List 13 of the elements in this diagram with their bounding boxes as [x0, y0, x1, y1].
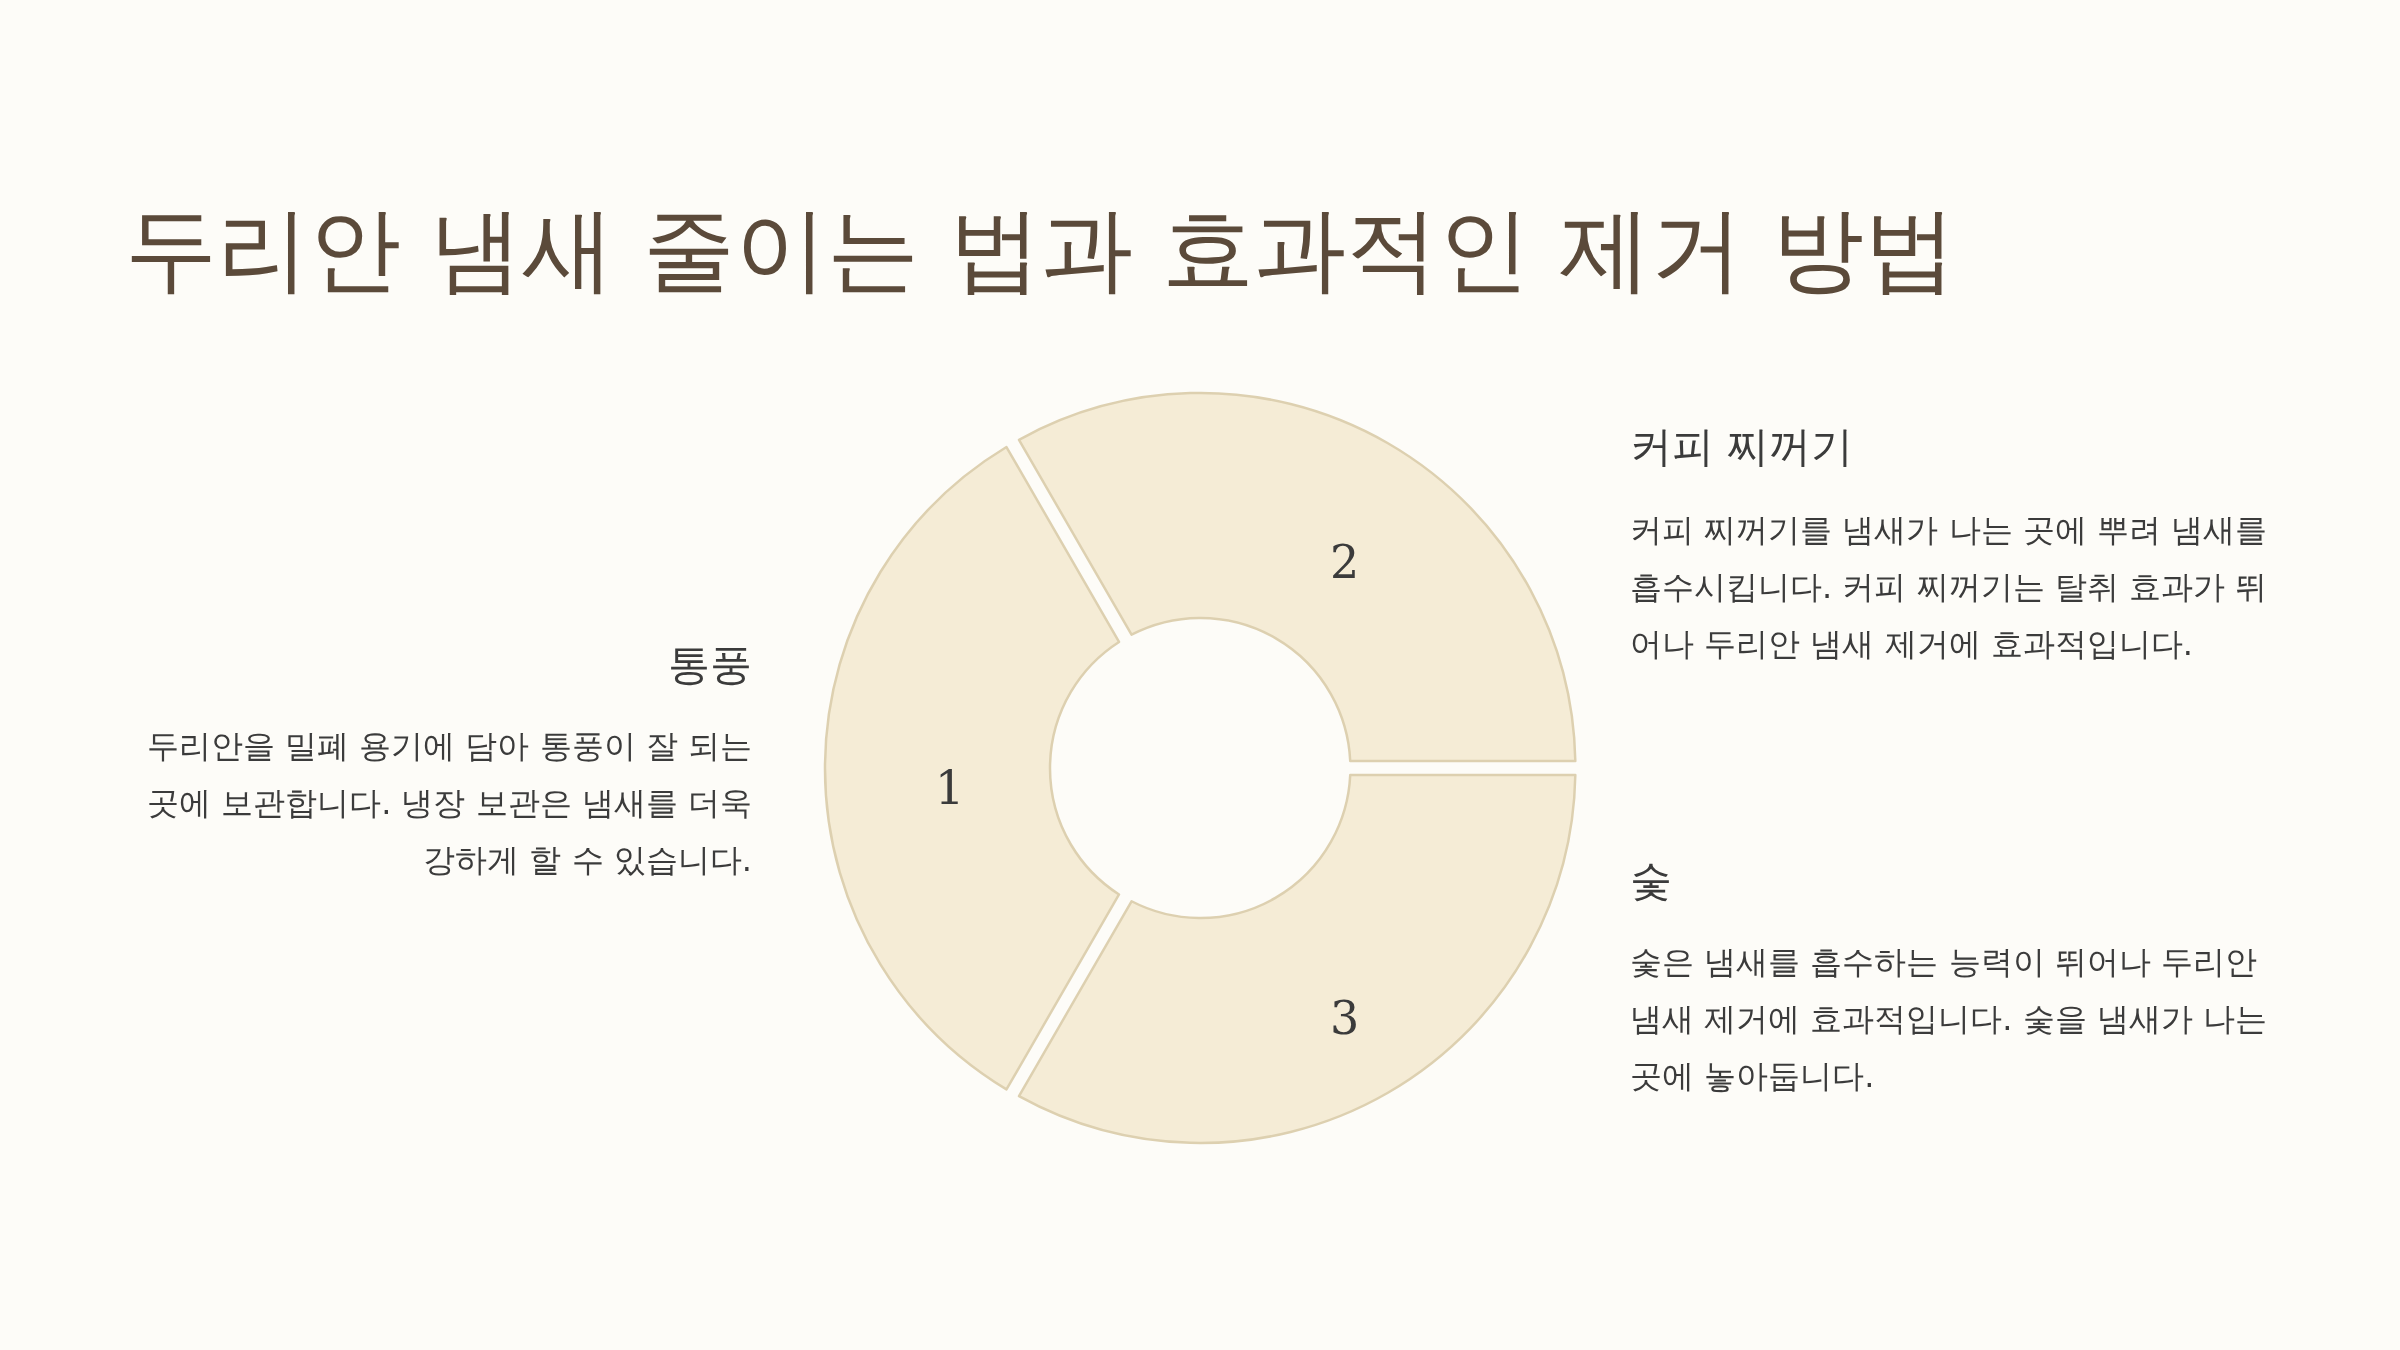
item-description: 커피 찌꺼기를 냄새가 나는 곳에 뿌려 냄새를 흡수시킵니다. 커피 찌꺼기는 탈취 효과가 뛰어나 두리안 냄새 제거에 효과적입니다.: [1630, 510, 2269, 665]
item-description: 두리안을 밀폐 용기에 담아 통풍이 잘 되는 곳에 보관합니다. 냉장 보관은 냄새를 더욱 강하게 할 수 있습니다.: [145, 726, 752, 881]
item-heading: 통풍: [667, 640, 752, 691]
ring-segment: [1016, 391, 1577, 763]
step-number: 2: [1330, 539, 1360, 585]
ring-segment: [1016, 773, 1577, 1145]
step-number: 3: [1330, 995, 1360, 1041]
item-description: 숯은 냄새를 흡수하는 능력이 뛰어나 두리안 냄새 제거에 효과적입니다. 숯을 냄새가 나는 곳에 놓아둡니다.: [1630, 942, 2269, 1097]
ring-segment: [823, 444, 1121, 1092]
item-heading: 커피 찌꺼기: [1630, 422, 1855, 473]
step-number: 1: [935, 765, 965, 811]
title: 두리안 냄새 줄이는 법과 효과적인 제거 방법: [125, 195, 1957, 305]
item-heading: 숯: [1630, 856, 1673, 907]
